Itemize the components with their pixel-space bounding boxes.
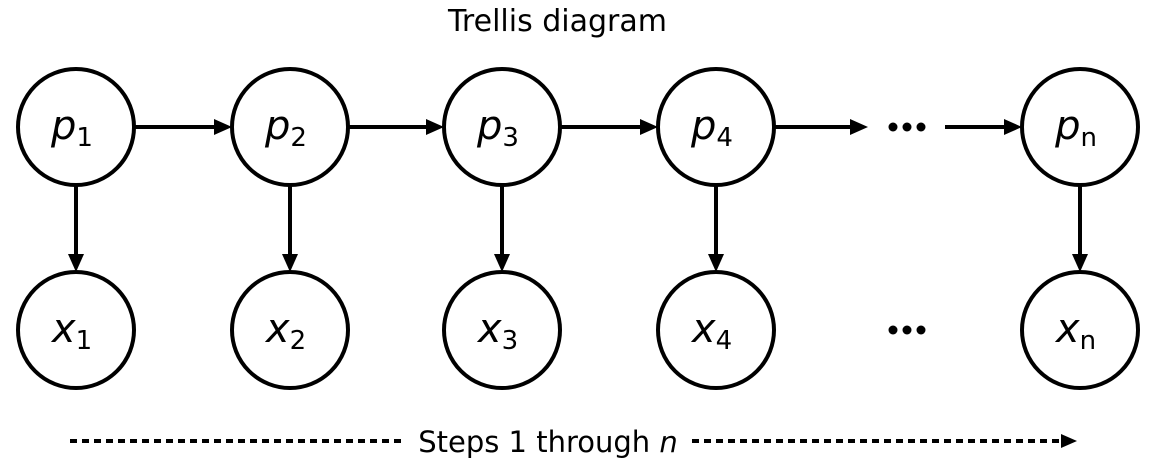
node-x-3-letter: x: [476, 306, 502, 352]
node-p-2-label: p2: [264, 103, 307, 153]
node-x-2-subscript: 2: [290, 326, 307, 356]
node-p-n-label: pn: [1054, 103, 1097, 153]
steps-label-text: Steps 1 through: [418, 425, 659, 459]
node-x-2-label: x2: [264, 306, 306, 356]
top-edge-arrowhead-2: [426, 119, 444, 135]
steps-label-variable: n: [659, 425, 677, 459]
node-p-3-label: p3: [476, 103, 519, 153]
node-x-1-subscript: 1: [76, 326, 93, 356]
node-p-1-letter: p: [50, 103, 76, 149]
node-x-4-label: x4: [690, 306, 732, 356]
node-p-4-letter: p: [690, 103, 716, 149]
vertical-arrowhead-n: [1072, 254, 1088, 272]
node-x-n: xn: [1020, 270, 1140, 390]
top-edge-arrowhead-4: [850, 119, 868, 135]
steps-label: Steps 1 through n: [418, 425, 678, 459]
node-x-n-circle: [1020, 270, 1140, 390]
node-x-1-label: x1: [50, 306, 92, 356]
top-edge-arrowhead-1: [214, 119, 232, 135]
steps-indicator: Steps 1 through n: [70, 425, 1077, 459]
node-x-4: x4: [656, 270, 776, 390]
vertical-arrowhead-2: [282, 254, 298, 272]
bottom-ellipsis-dot-3: [916, 325, 926, 335]
node-p-1-subscript: 1: [76, 123, 93, 153]
diagram-title: Trellis diagram: [448, 4, 667, 39]
top-ellipsis: [888, 122, 926, 132]
node-x-4-subscript: 4: [716, 326, 733, 356]
node-x-n-letter: x: [1054, 306, 1080, 352]
node-p-2: p2: [230, 67, 350, 187]
vertical-arrowhead-1: [68, 254, 84, 272]
node-p-3-subscript: 3: [502, 123, 519, 153]
node-p-4-circle: [656, 67, 776, 187]
node-x-2-circle: [230, 270, 350, 390]
node-p-n-letter: p: [1054, 103, 1080, 149]
node-x-2-letter: x: [264, 306, 290, 352]
top-ellipsis-dot-1: [888, 122, 898, 132]
node-x-3-subscript: 3: [502, 326, 519, 356]
node-p-2-subscript: 2: [290, 123, 307, 153]
node-p-3-circle: [442, 67, 562, 187]
node-p-4-subscript: 4: [716, 123, 733, 153]
node-x-1: x1: [16, 270, 136, 390]
node-x-2: x2: [230, 270, 350, 390]
vertical-arrowhead-4: [708, 254, 724, 272]
top-ellipsis-dot-3: [916, 122, 926, 132]
node-p-n: pn: [1020, 67, 1140, 187]
bottom-ellipsis-dot-2: [902, 325, 912, 335]
node-p-3-letter: p: [476, 103, 502, 149]
node-x-1-circle: [16, 270, 136, 390]
node-p-4-label: p4: [690, 103, 733, 153]
node-p-4: p4: [656, 67, 776, 187]
node-x-4-circle: [656, 270, 776, 390]
node-p-n-circle: [1020, 67, 1140, 187]
node-x-4-letter: x: [690, 306, 716, 352]
top-edge-arrowhead-3: [640, 119, 658, 135]
node-p-2-circle: [230, 67, 350, 187]
node-x-3: x3: [442, 270, 562, 390]
bottom-ellipsis: [888, 325, 926, 335]
node-p-1: p1: [16, 67, 136, 187]
node-x-3-circle: [442, 270, 562, 390]
node-x-1-letter: x: [50, 306, 76, 352]
node-p-1-circle: [16, 67, 136, 187]
node-x-n-label: xn: [1054, 306, 1096, 356]
node-x-n-subscript: n: [1080, 326, 1096, 356]
node-x-3-label: x3: [476, 306, 518, 356]
node-p-n-subscript: n: [1080, 123, 1096, 153]
bottom-ellipsis-dot-1: [888, 325, 898, 335]
vertical-arrowhead-3: [494, 254, 510, 272]
node-p-2-letter: p: [264, 103, 290, 149]
top-edge-arrowhead-n: [1004, 119, 1022, 135]
steps-arrowhead: [1061, 434, 1077, 448]
node-p-3: p3: [442, 67, 562, 187]
top-ellipsis-dot-2: [902, 122, 912, 132]
node-p-1-label: p1: [50, 103, 93, 153]
edges-layer: [68, 119, 1088, 335]
